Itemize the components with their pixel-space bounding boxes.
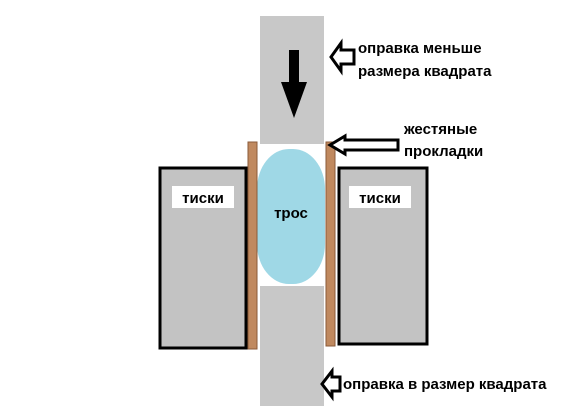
rope-label: трос xyxy=(274,205,308,222)
tin-pad-left xyxy=(247,141,258,350)
tin-pad-right xyxy=(325,141,336,347)
vise-right-label-bg xyxy=(349,186,411,208)
tin-pads-label-line2: прокладки xyxy=(404,143,483,160)
mandrel-small-label-line2: размера квадрата xyxy=(358,63,492,80)
tin-pads-label-line1: жестяные xyxy=(403,121,477,138)
mandrel-small-label-line1: оправка меньше xyxy=(358,40,482,57)
arrow-left-outline-icon xyxy=(327,133,400,157)
vise-left-label-bg xyxy=(172,186,234,208)
rope xyxy=(257,149,325,284)
mandrel-bottom xyxy=(260,286,324,406)
arrow-left-outline-icon xyxy=(320,366,342,402)
vise-left-label: тиски xyxy=(182,190,224,207)
mandrel-fit-label: оправка в размер квадрата xyxy=(343,376,547,393)
vise-right-label: тиски xyxy=(359,190,401,207)
arrow-down-icon xyxy=(281,50,307,118)
arrow-left-outline-icon xyxy=(329,38,356,76)
